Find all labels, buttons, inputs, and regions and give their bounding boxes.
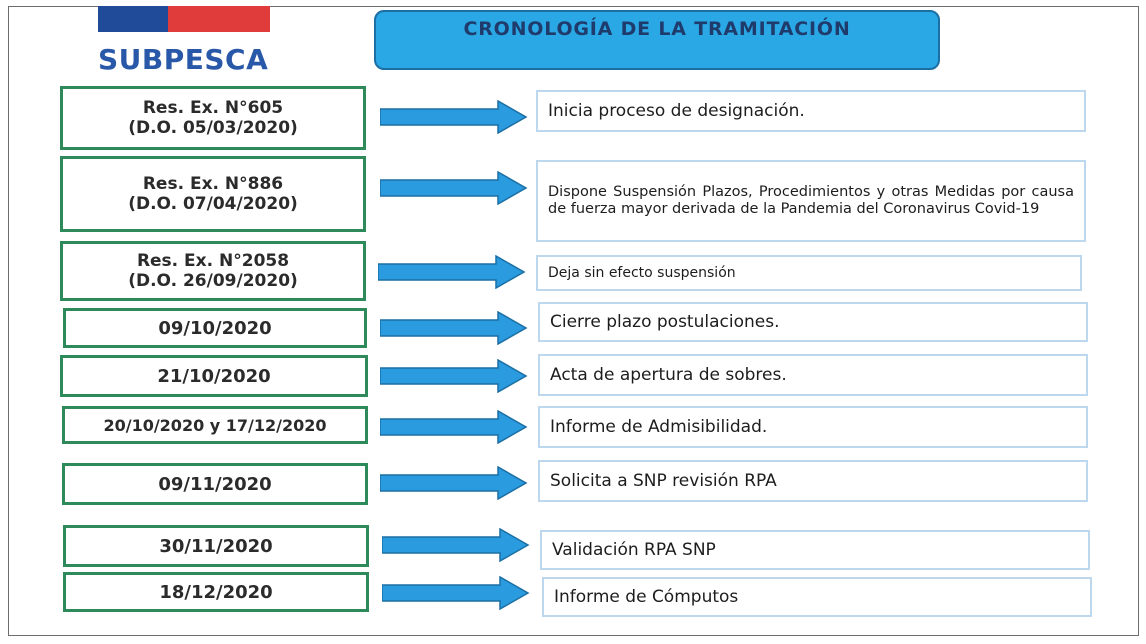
step-3-date-box: Res. Ex. N°2058 (D.O. 26/09/2020) bbox=[60, 241, 366, 301]
step-4-description-box: Cierre plazo postulaciones. bbox=[538, 302, 1088, 342]
page-title: CRONOLOGÍA DE LA TRAMITACIÓN bbox=[463, 18, 851, 40]
step-5-date-line-1: 21/10/2020 bbox=[157, 365, 271, 387]
step-7-arrow-icon bbox=[380, 466, 528, 500]
step-6-description: Informe de Admisibilidad. bbox=[550, 417, 768, 437]
step-5-arrow-icon bbox=[380, 359, 528, 393]
step-1-description-box: Inicia proceso de designación. bbox=[536, 90, 1086, 132]
step-4-date-line-1: 09/10/2020 bbox=[158, 317, 272, 339]
step-3-date-line-2: (D.O. 26/09/2020) bbox=[128, 271, 298, 291]
step-3-description: Deja sin efecto suspensión bbox=[548, 265, 736, 281]
step-1-arrow-icon bbox=[380, 100, 528, 134]
step-4-date-box: 09/10/2020 bbox=[63, 308, 367, 348]
step-3-description-box: Deja sin efecto suspensión bbox=[536, 255, 1082, 291]
subpesca-logo: SUBPESCA bbox=[98, 6, 270, 78]
step-5-date-box: 21/10/2020 bbox=[60, 355, 368, 397]
step-7-description: Solicita a SNP revisión RPA bbox=[550, 471, 777, 491]
step-9-arrow-icon bbox=[382, 576, 530, 610]
step-2-description-box: Dispone Suspensión Plazos, Procedimiento… bbox=[536, 160, 1086, 242]
step-9-date-box: 18/12/2020 bbox=[63, 572, 369, 612]
logo-red-bar bbox=[168, 6, 270, 32]
step-9-description: Informe de Cómputos bbox=[554, 587, 739, 607]
step-7-date-line-1: 09/11/2020 bbox=[158, 473, 272, 495]
step-8-date-box: 30/11/2020 bbox=[63, 525, 369, 567]
step-2-date-line-2: (D.O. 07/04/2020) bbox=[128, 194, 298, 214]
step-8-date-line-1: 30/11/2020 bbox=[159, 535, 273, 557]
step-1-date-line-1: Res. Ex. N°605 bbox=[142, 98, 284, 118]
step-6-date-box: 20/10/2020 y 17/12/2020 bbox=[62, 406, 368, 444]
step-1-description: Inicia proceso de designación. bbox=[548, 101, 805, 121]
step-8-arrow-icon bbox=[382, 528, 530, 562]
step-2-description: Dispone Suspensión Plazos, Procedimiento… bbox=[548, 184, 1074, 217]
step-6-description-box: Informe de Admisibilidad. bbox=[538, 406, 1088, 448]
step-5-description: Acta de apertura de sobres. bbox=[550, 365, 787, 385]
step-7-date-box: 09/11/2020 bbox=[62, 463, 368, 505]
step-2-arrow-icon bbox=[380, 171, 528, 205]
step-1-date-line-2: (D.O. 05/03/2020) bbox=[128, 118, 298, 138]
step-1-date-box: Res. Ex. N°605 (D.O. 05/03/2020) bbox=[60, 86, 366, 150]
step-4-arrow-icon bbox=[380, 311, 528, 345]
step-4-description: Cierre plazo postulaciones. bbox=[550, 312, 780, 332]
logo-blue-bar bbox=[98, 6, 168, 32]
step-6-date-line-1: 20/10/2020 y 17/12/2020 bbox=[103, 415, 327, 435]
step-3-date-line-1: Res. Ex. N°2058 bbox=[136, 251, 290, 271]
step-2-date-line-1: Res. Ex. N°886 bbox=[142, 174, 284, 194]
step-8-description-box: Validación RPA SNP bbox=[540, 530, 1090, 570]
step-7-description-box: Solicita a SNP revisión RPA bbox=[538, 460, 1088, 502]
step-2-date-box: Res. Ex. N°886 (D.O. 07/04/2020) bbox=[60, 156, 366, 232]
logo-text: SUBPESCA bbox=[98, 43, 269, 76]
step-3-arrow-icon bbox=[378, 255, 526, 289]
step-9-date-line-1: 18/12/2020 bbox=[159, 581, 273, 603]
title-box: CRONOLOGÍA DE LA TRAMITACIÓN bbox=[374, 10, 940, 70]
step-9-description-box: Informe de Cómputos bbox=[542, 577, 1092, 617]
step-8-description: Validación RPA SNP bbox=[552, 540, 716, 560]
step-6-arrow-icon bbox=[380, 410, 528, 444]
step-5-description-box: Acta de apertura de sobres. bbox=[538, 354, 1088, 396]
